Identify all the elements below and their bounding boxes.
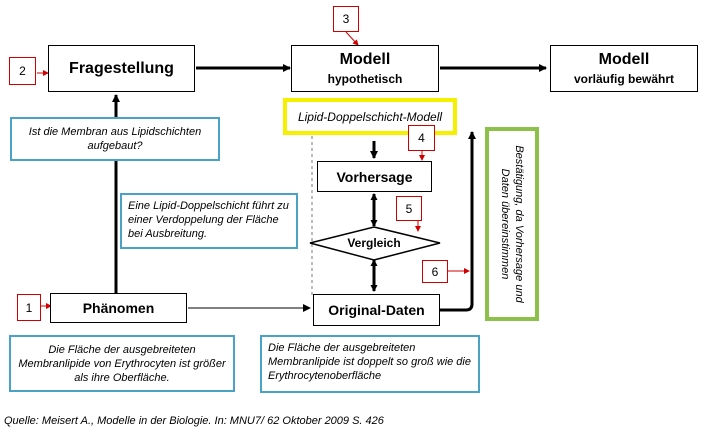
note-phenomenon: Die Fläche der ausgebreiteten Membranlip… — [9, 335, 235, 392]
note-phenomenon-text: Die Fläche der ausgebreiteten Membranlip… — [18, 343, 226, 384]
step-number-1: 1 — [17, 294, 41, 321]
original-daten-label: Original-Daten — [328, 302, 425, 318]
note-question-text: Ist die Membran aus Lipidschichten aufge… — [28, 126, 202, 152]
source-citation: Quelle: Meisert A., Modelle in der Biolo… — [4, 415, 384, 427]
modell-hyp-sub: hypothetisch — [327, 72, 403, 86]
phaenomen-label: Phänomen — [82, 300, 155, 316]
lipid-model-box: Lipid-Doppelschicht-Modell — [283, 98, 457, 135]
modell-bewaehrt-box: Modell vorläufig bewährt — [550, 45, 698, 92]
step-number-3: 3 — [333, 6, 359, 32]
fragestellung-box: Fragestellung — [48, 45, 195, 92]
fragestellung-label: Fragestellung — [69, 59, 174, 77]
step-number-4: 4 — [408, 125, 435, 151]
modell-hyp-title: Modell — [339, 51, 391, 68]
note-data-text: Die Fläche der ausgebreiteten Membranlip… — [268, 342, 471, 382]
arrow-daten-to-bewaehrt — [440, 131, 476, 312]
step-number-5: 5 — [396, 196, 422, 221]
confirmation-box: Bestätigung, da Vorhersage und Daten übe… — [485, 127, 539, 321]
step-number-6: 6 — [422, 260, 448, 283]
phaenomen-box: Phänomen — [50, 293, 187, 323]
step-number-2: 2 — [9, 57, 36, 85]
pointer-3 — [345, 31, 359, 46]
vergleich-label: Vergleich — [347, 236, 401, 250]
note-hypothesis-text: Eine Lipid-Doppelschicht führt zu einer … — [128, 200, 289, 240]
modell-bew-sub: vorläufig bewährt — [573, 72, 674, 86]
note-question: Ist die Membran aus Lipidschichten aufge… — [10, 117, 220, 161]
modell-hypothetisch-box: Modell hypothetisch — [291, 45, 439, 92]
note-data: Die Fläche der ausgebreiteten Membranlip… — [260, 335, 480, 393]
original-daten-box: Original-Daten — [313, 294, 440, 326]
lipid-model-label: Lipid-Doppelschicht-Modell — [297, 109, 443, 124]
vorhersage-label: Vorhersage — [336, 168, 413, 185]
note-hypothesis: Eine Lipid-Doppelschicht führt zu einer … — [120, 193, 298, 249]
confirmation-text: Bestätigung, da Vorhersage und Daten übe… — [499, 145, 525, 303]
modell-bew-title: Modell — [598, 51, 650, 68]
vorhersage-box: Vorhersage — [317, 161, 432, 192]
vergleich-diamond-shape — [309, 226, 441, 261]
